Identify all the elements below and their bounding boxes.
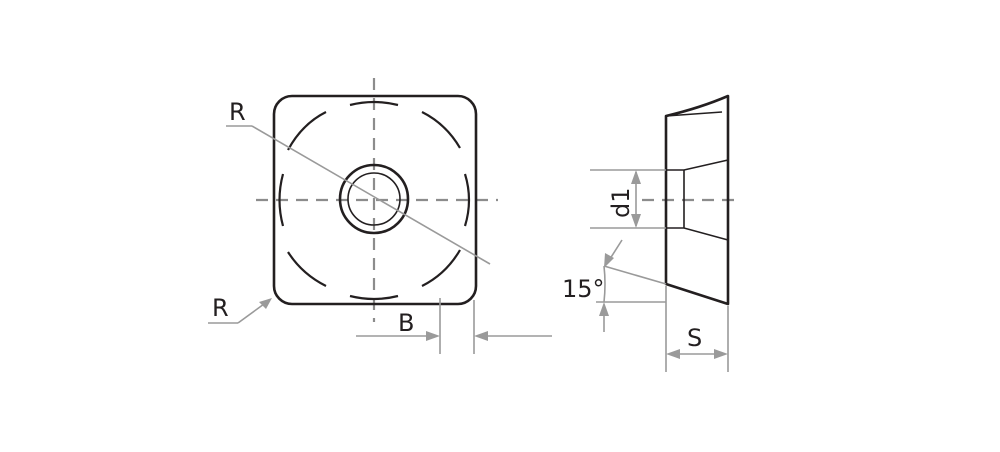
b-label: B <box>398 309 414 337</box>
angle-ray <box>603 265 667 285</box>
center-hole-inner <box>347 172 401 226</box>
radius-bottom-diagonal <box>237 303 265 324</box>
insert-outline <box>272 94 478 306</box>
angle-arc <box>603 265 606 303</box>
d1-label: d1 <box>607 187 635 218</box>
s-arrow-right <box>714 349 728 359</box>
angle-label: 15° <box>562 275 605 303</box>
radius-bottom-label: R <box>212 294 229 322</box>
top-view: R R B <box>208 78 552 354</box>
s-label: S <box>687 324 702 352</box>
cutting-edge-arcs <box>278 100 471 301</box>
angle-arrow-top <box>604 253 614 268</box>
radius-bottom-arrow <box>259 298 272 309</box>
s-arrow-left <box>666 349 680 359</box>
angle-arrow-bottom <box>599 302 609 316</box>
side-top-chamfer <box>665 111 723 117</box>
d1-arrow-bottom <box>631 214 641 228</box>
center-hole-outer <box>338 163 410 235</box>
hole-section <box>666 159 729 241</box>
radius-top-diagonal <box>251 125 491 265</box>
d1-arrow-top <box>631 170 641 184</box>
b-arrow-left <box>426 331 440 341</box>
radius-top-label: R <box>229 98 246 126</box>
side-profile <box>664 94 730 306</box>
b-arrow-right <box>474 331 488 341</box>
side-view: d1 15° S <box>562 94 742 372</box>
